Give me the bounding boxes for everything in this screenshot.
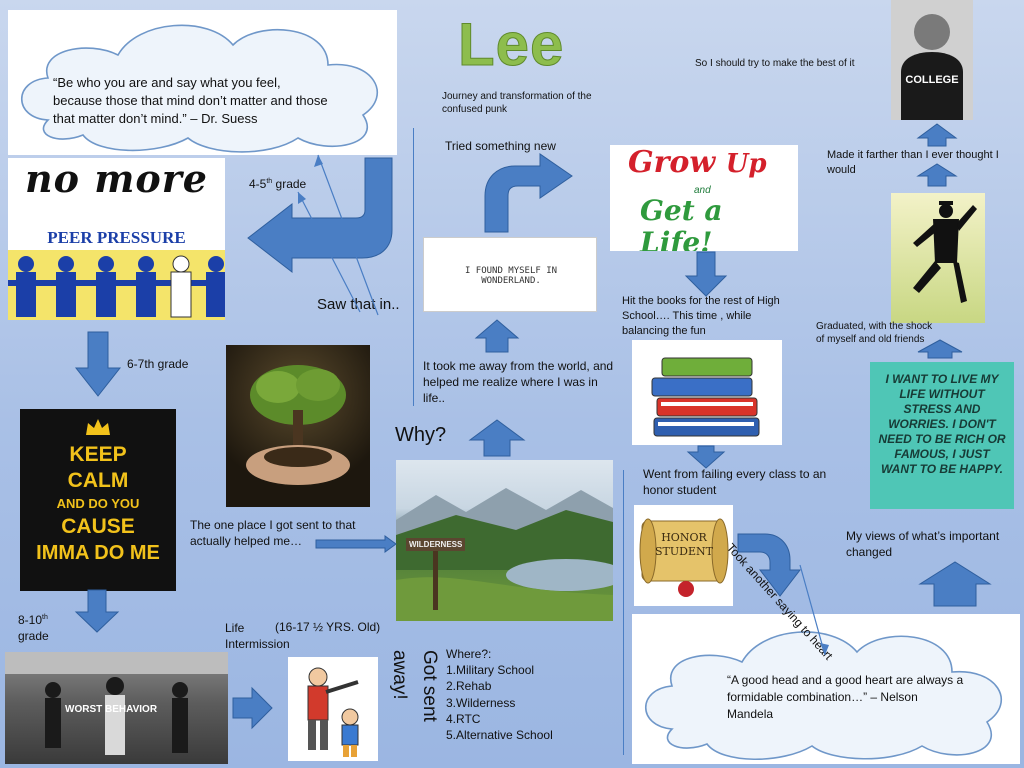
- graduate-silhouette: [913, 201, 977, 303]
- down-arrow-icon: [74, 589, 120, 633]
- age-label: (16-17 ½ YRS. Old): [275, 620, 381, 634]
- quote-top-text: “Be who you are and say what you feel, b…: [53, 75, 328, 127]
- college-text: COLLEGE: [905, 74, 959, 86]
- cloud-shape: [21, 24, 379, 153]
- cartoon-figures-icon: [307, 667, 359, 757]
- down-arrow-icon: [74, 331, 122, 397]
- sent-away-cartoon: [288, 657, 378, 761]
- views-label: My views of what’s important changed: [846, 529, 1000, 560]
- life-text: Life!: [640, 226, 713, 252]
- wonderland-image: I FOUND MYSELF IN WONDERLAND.: [423, 237, 597, 312]
- divider-line: [623, 470, 624, 755]
- up-arrow-icon: [917, 339, 963, 359]
- graduate-jump-image: [891, 193, 985, 323]
- crown-icon: [86, 419, 110, 435]
- quote-cloud-top: “Be who you are and say what you feel, b…: [8, 10, 397, 155]
- poster-text: I WANT TO LIVE MY LIFE WITHOUT STRESS AN…: [878, 372, 1006, 476]
- grow-text: Grow: [628, 145, 716, 180]
- worst-behavior-text: WORST BEHAVIOR: [65, 704, 158, 715]
- wilderness-image: WILDERNESS: [396, 460, 613, 621]
- right-arrow-icon: [232, 686, 273, 730]
- up-arrow-icon: [916, 163, 958, 187]
- wonderland-text: I FOUND MYSELF IN WONDERLAND.: [464, 266, 558, 286]
- keep-calm-line4: CAUSE: [61, 515, 135, 538]
- saw-that-in-label: Saw that in..: [317, 296, 400, 313]
- curved-arrow-icon: [737, 533, 802, 597]
- best-of-it-label: So I should try to make the best of it: [695, 58, 855, 69]
- up-arrow-icon: [918, 561, 992, 607]
- u-turn-arrow-icon: [247, 157, 393, 274]
- connector-line: [297, 191, 361, 313]
- books-image: [632, 340, 782, 445]
- graduated-label: Graduated, with the shock of myself and …: [816, 321, 933, 345]
- tree-in-hands-image: [226, 345, 370, 507]
- honor-student-text: HONOR STUDENT: [655, 531, 713, 558]
- up-arrow-icon: [916, 123, 958, 147]
- no-more-text: no more: [25, 158, 208, 201]
- people-silhouettes: [45, 677, 188, 755]
- one-place-label: The one place I got sent to that actuall…: [190, 518, 356, 549]
- right-arrow-icon: [315, 535, 397, 553]
- keep-calm-line1: KEEP: [69, 443, 127, 466]
- failing-label: Went from failing every class to an hono…: [643, 467, 827, 498]
- poster-image: I WANT TO LIVE MY LIFE WITHOUT STRESS AN…: [870, 362, 1014, 509]
- wilderness-sign-text: WILDERNESS: [406, 538, 466, 551]
- keep-calm-image: KEEP CALM AND DO YOU CAUSE IMMA DO ME: [20, 409, 176, 591]
- connector-arrowhead: [314, 155, 323, 167]
- keep-calm-line3: AND DO YOU: [56, 496, 140, 511]
- connector-arrowhead: [298, 192, 306, 204]
- down-arrow-icon: [686, 445, 726, 469]
- books-stack-icon: [651, 357, 760, 437]
- keep-calm-line2: CALM: [67, 469, 129, 492]
- hit-books-label: Hit the books for the rest of High Schoo…: [622, 295, 780, 337]
- where-list: Where?: 1.Military School 2.Rehab 3.Wild…: [446, 647, 553, 742]
- scroll-icon: [639, 518, 729, 597]
- college-image: COLLEGE: [891, 0, 973, 120]
- page-title: Lee: [457, 11, 565, 79]
- up-arrow-icon: [468, 419, 526, 457]
- no-peer-pressure-image: no more PEER PRESSURE: [8, 158, 225, 320]
- down-arrow-icon: [684, 251, 728, 297]
- grade-6-7-label: 6-7th grade: [127, 357, 189, 371]
- took-away-label: It took me away from the world, and help…: [423, 359, 614, 406]
- keep-calm-line5: IMMA DO ME: [36, 542, 160, 564]
- paper-people-icon: [8, 250, 225, 320]
- quote-cloud-bottom: “A good head and a good heart are always…: [632, 614, 1020, 764]
- connector-line: [317, 154, 379, 316]
- up-arrow-icon: [474, 319, 520, 353]
- man-in-sweatshirt: [901, 14, 963, 120]
- quote-bottom-text: “A good head and a good heart are always…: [727, 673, 964, 721]
- and-text: and: [694, 185, 711, 196]
- tried-new-label: Tried something new: [445, 139, 556, 153]
- got-sent-away-label: Got sent away!: [389, 650, 440, 722]
- connector-line: [799, 564, 826, 656]
- life-intermission-label: Life Intermission: [225, 621, 290, 652]
- landscape-scene: [396, 488, 613, 621]
- peer-pressure-text: PEER PRESSURE: [47, 228, 186, 247]
- made-it-label: Made it farther than I ever thought I wo…: [827, 149, 999, 176]
- building-sign: [5, 652, 228, 674]
- worst-behavior-image: WORST BEHAVIOR: [5, 652, 228, 764]
- grow-up-image: Grow Up and Get a Life!: [610, 145, 798, 251]
- grade-4-5-label: 4-5th grade: [249, 177, 307, 191]
- subtitle: Journey and transformation of the confus…: [442, 91, 592, 115]
- cloud-shape: [645, 631, 1002, 761]
- get-a-text: Get a: [640, 194, 723, 227]
- why-label: Why?: [395, 424, 447, 446]
- connector-arrowhead: [820, 643, 829, 655]
- tree-icon: [246, 365, 350, 485]
- divider-line: [413, 128, 414, 406]
- up-text: Up: [725, 149, 767, 179]
- bent-arrow-icon: [484, 153, 573, 233]
- honor-student-image: HONOR STUDENT: [634, 505, 733, 606]
